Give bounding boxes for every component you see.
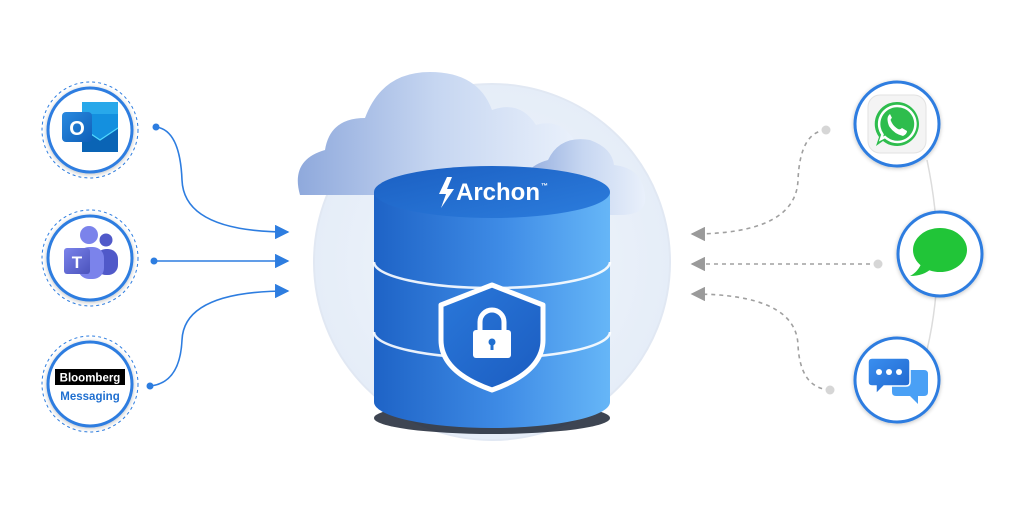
connector-outlook (155, 126, 290, 240)
source-teams: T (41, 209, 139, 307)
bloomberg-logo: Bloomberg Messaging (55, 369, 125, 403)
destination-whatsapp (853, 80, 941, 168)
connector-chat (690, 286, 831, 391)
outlook-icon: O (62, 102, 119, 152)
shield-lock-icon (438, 282, 546, 393)
chat-bubbles-icon (867, 357, 928, 404)
connector-whatsapp (690, 129, 827, 242)
brand-trademark: ™ (541, 183, 548, 190)
lightning-bolt-icon (439, 177, 454, 208)
bloomberg-box-text: Bloomberg (60, 373, 121, 385)
connector-bloomberg (149, 283, 290, 387)
teams-letter: T (72, 253, 83, 272)
source-bloomberg: Bloomberg Messaging (41, 335, 139, 433)
bloomberg-sub-text: Messaging (60, 391, 119, 403)
source-outlook: O (41, 81, 139, 179)
whatsapp-icon (867, 94, 927, 154)
destination-imessage (896, 210, 984, 298)
imessage-icon (910, 228, 967, 276)
brand-name: Archon (456, 179, 540, 206)
outbound-connectors (690, 125, 883, 395)
destination-chat (853, 336, 941, 424)
inbound-connectors (146, 123, 290, 390)
teams-icon: T (64, 226, 118, 279)
outlook-letter: O (69, 118, 85, 140)
archon-logo: Archon ™ (439, 177, 548, 208)
